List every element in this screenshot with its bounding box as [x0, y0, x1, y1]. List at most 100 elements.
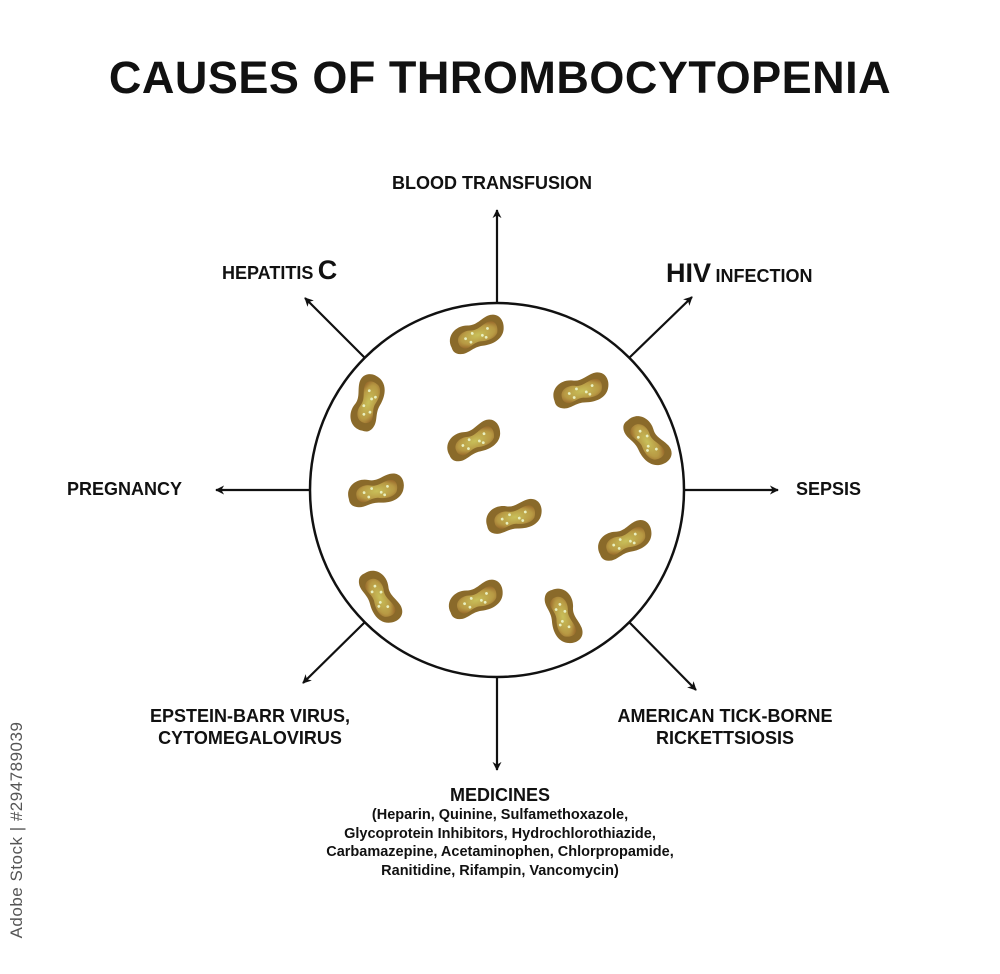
- platelet-granule: [467, 447, 470, 451]
- platelet-granule: [467, 438, 471, 442]
- label-tick-borne: AMERICAN TICK-BORNE RICKETTSIOSIS: [590, 705, 860, 749]
- platelet-granule: [368, 410, 372, 414]
- platelet-granule: [485, 592, 488, 595]
- platelet-granule: [468, 605, 472, 609]
- platelet: [448, 579, 503, 620]
- platelets-group: [348, 314, 672, 644]
- platelet-granule: [379, 590, 383, 594]
- ebv-line-2: CYTOMEGALOVIRUS: [158, 728, 342, 748]
- platelet-granule: [617, 547, 621, 550]
- label-ebv-cmv: EPSTEIN-BARR VIRUS, CYTOMEGALOVIRUS: [120, 705, 380, 749]
- arrow-hepatitis: [304, 297, 366, 359]
- arrow-tick-borne: [628, 621, 697, 691]
- platelet-granule: [523, 510, 527, 514]
- page-title: CAUSES OF THROMBOCYTOPENIA: [108, 52, 892, 103]
- platelet-granule: [482, 432, 486, 436]
- platelet-granule: [633, 532, 637, 536]
- platelet-granule: [362, 491, 366, 495]
- platelet-granule: [588, 392, 592, 396]
- platelet-granule: [517, 516, 521, 520]
- platelet-granule: [463, 602, 466, 606]
- platelet-granule: [464, 337, 467, 341]
- platelet-granule: [379, 490, 383, 494]
- platelet-granule: [636, 435, 640, 439]
- platelet-granule: [469, 596, 473, 600]
- platelet-granule: [383, 493, 387, 497]
- tick-line-1: AMERICAN TICK-BORNE: [617, 706, 833, 726]
- platelet-granule: [479, 598, 483, 602]
- platelet-body: [357, 381, 381, 424]
- medicines-line-1: (Heparin, Quinine, Sulfamethoxazole,: [371, 807, 629, 823]
- platelet-granule: [567, 625, 571, 629]
- platelet-granule: [638, 429, 642, 433]
- platelet: [449, 314, 504, 355]
- platelet-granule: [558, 603, 562, 606]
- platelet-granule: [572, 396, 576, 399]
- platelet-granule: [378, 600, 382, 604]
- medicines-line-3: Carbamazepine, Acetaminophen, Chlorpropa…: [326, 844, 674, 860]
- platelet-granule: [628, 539, 632, 543]
- label-hepatitis-c: HEPATITIS C: [222, 255, 337, 286]
- platelet-granule: [646, 449, 649, 452]
- tick-line-2: RICKETTSIOSIS: [655, 728, 794, 748]
- platelet-granule: [386, 484, 389, 488]
- platelet: [544, 588, 583, 644]
- platelet-granule: [370, 590, 374, 594]
- medicines-line-4: Ranitidine, Rifampin, Vancomycin): [381, 862, 619, 879]
- platelet-granule: [560, 619, 564, 623]
- platelet: [358, 570, 403, 623]
- platelet-granule: [367, 495, 371, 499]
- platelet-granule: [632, 541, 636, 545]
- platelet: [486, 498, 542, 534]
- platelet-granule: [558, 623, 562, 627]
- platelet-granule: [486, 327, 489, 330]
- platelet-granule: [477, 439, 481, 443]
- platelet-granule: [470, 331, 474, 335]
- hepatitis-letter: C: [317, 255, 338, 285]
- platelet-granule: [370, 397, 373, 401]
- arrow-ebv: [302, 621, 366, 684]
- platelet-granule: [377, 604, 381, 608]
- arrow-hiv-infection: [628, 296, 693, 359]
- platelet-granule: [481, 441, 485, 445]
- platelet: [348, 473, 404, 508]
- platelet-granule: [521, 519, 525, 522]
- platelet-granule: [645, 434, 649, 438]
- platelet-granule: [386, 605, 390, 609]
- platelet-granule: [461, 444, 465, 447]
- platelet-granule: [484, 335, 488, 339]
- platelet-granule: [567, 392, 571, 395]
- platelet-granule: [654, 447, 658, 451]
- platelet-granule: [480, 333, 484, 337]
- label-hiv-infection: HIV INFECTION: [666, 258, 812, 289]
- platelet-granule: [374, 395, 377, 399]
- platelet: [553, 372, 609, 409]
- platelet-granule: [367, 389, 371, 393]
- platelet-granule: [483, 600, 487, 604]
- stock-id-text: Adobe Stock | #294789039: [7, 721, 26, 939]
- stock-id-watermark: Adobe Stock | #294789039: [4, 722, 30, 939]
- platelet-granule: [373, 584, 377, 588]
- platelet-body: [630, 424, 665, 460]
- platelet-granule: [612, 543, 616, 547]
- platelet-granule: [575, 387, 578, 391]
- platelet: [447, 419, 501, 462]
- platelet-granule: [469, 340, 473, 344]
- platelet-granule: [584, 390, 588, 394]
- hepatitis-text: HEPATITIS: [222, 263, 314, 283]
- platelet-granule: [554, 608, 558, 611]
- platelet-granule: [563, 609, 567, 613]
- platelet: [598, 520, 652, 561]
- label-medicines: MEDICINES: [449, 785, 550, 805]
- medicines-list: (Heparin, Quinine, Sulfamethoxazole, Gly…: [250, 806, 750, 880]
- platelet-granule: [505, 521, 509, 525]
- ebv-line-1: EPSTEIN-BARR VIRUS,: [149, 706, 351, 726]
- label-sepsis: SEPSIS: [796, 479, 862, 499]
- platelet-granule: [500, 517, 504, 521]
- platelet-granule: [590, 384, 594, 387]
- platelet-granule: [618, 538, 622, 541]
- platelet: [350, 374, 385, 432]
- platelet: [623, 416, 672, 466]
- platelet-granule: [646, 444, 650, 448]
